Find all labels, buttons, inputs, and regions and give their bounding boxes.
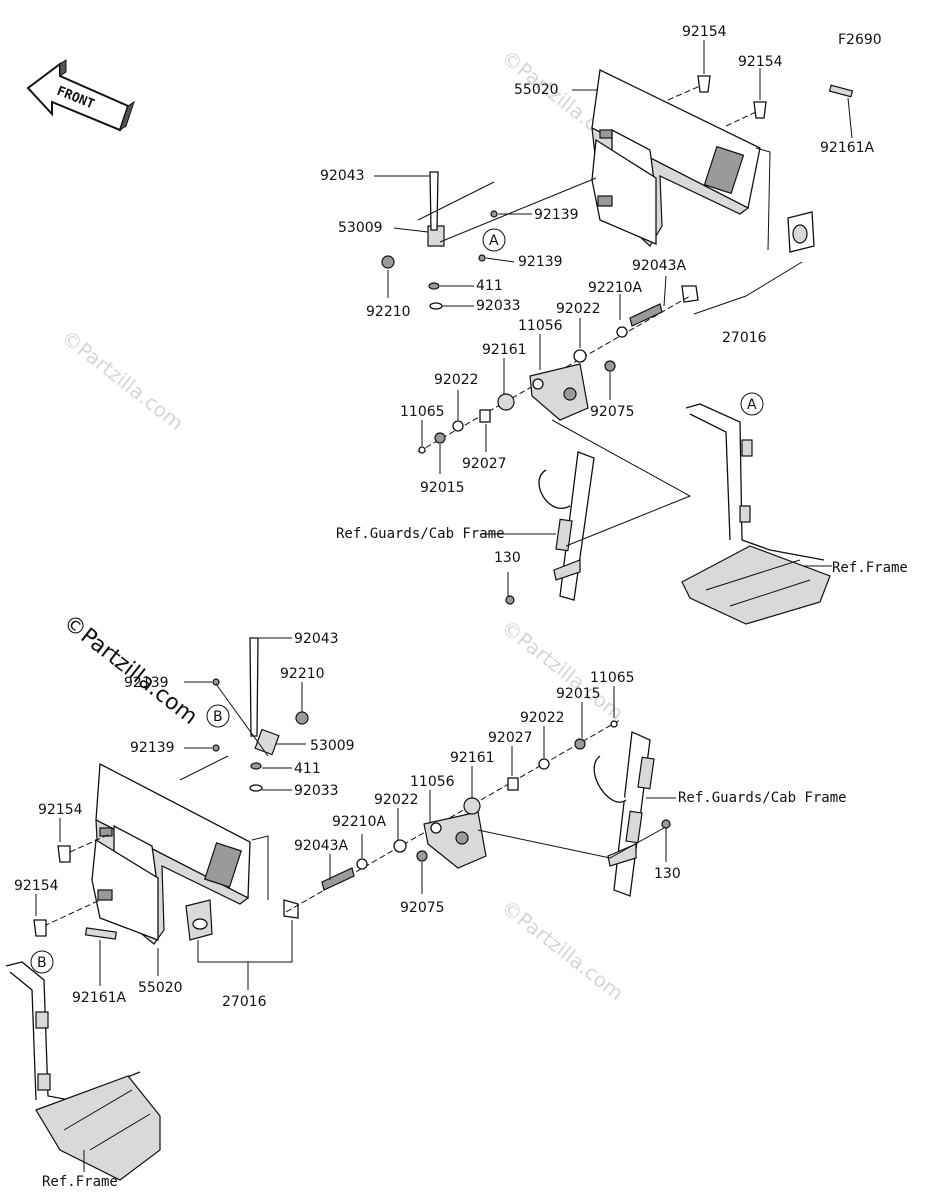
screw-92154-lower <box>33 833 111 937</box>
label-130: 130 <box>494 550 521 566</box>
bracket-53009-lower <box>254 728 280 756</box>
label-ref-guards: Ref.Guards/Cab Frame <box>336 526 505 542</box>
label-92033: 92033 <box>476 298 521 314</box>
label-92139: 92139 <box>130 740 175 756</box>
label-ref-guards: Ref.Guards/Cab Frame <box>678 790 847 806</box>
front-arrow-icon: FRONT <box>26 59 135 132</box>
label-92022: 92022 <box>374 792 419 808</box>
label-92022: 92022 <box>434 372 479 388</box>
label-27016: 27016 <box>722 330 767 346</box>
label-92210: 92210 <box>366 304 411 320</box>
label-92154: 92154 <box>38 802 83 818</box>
label-92027: 92027 <box>462 456 507 472</box>
bracket-11056 <box>529 363 589 421</box>
upper-assembly: A A 92154 92154 55020 92161A 92043 53009… <box>320 24 908 625</box>
figure-code: F2690 <box>838 32 882 48</box>
label-92022: 92022 <box>520 710 565 726</box>
screw-92154-upper <box>667 75 767 127</box>
label-92022: 92022 <box>556 301 601 317</box>
socket-27016-lower <box>185 899 299 941</box>
label-92139: 92139 <box>518 254 563 270</box>
label-27016: 27016 <box>222 994 267 1010</box>
label-92161: 92161 <box>482 342 527 358</box>
label-92043: 92043 <box>294 631 339 647</box>
label-92075: 92075 <box>590 404 635 420</box>
label-92154: 92154 <box>14 878 59 894</box>
label-92154: 92154 <box>682 24 727 40</box>
callout-a: A <box>489 233 499 249</box>
callout-a: A <box>747 397 757 413</box>
label-92033: 92033 <box>294 783 339 799</box>
label-92043A: 92043A <box>294 838 349 854</box>
callout-b-circle <box>30 950 54 974</box>
label-92043: 92043 <box>320 168 365 184</box>
label-92161A: 92161A <box>72 990 127 1006</box>
label-53009: 53009 <box>310 738 355 754</box>
callout-b: B <box>37 955 47 971</box>
plate-92161A-lower <box>84 927 117 940</box>
cab-frame-upper <box>538 451 595 601</box>
watermark: ©Partzilla.com <box>497 895 628 1005</box>
label-11065: 11065 <box>400 404 445 420</box>
label-92075: 92075 <box>400 900 445 916</box>
plate-92161A <box>828 84 854 98</box>
frame-upper-right <box>681 403 831 625</box>
label-92139: 92139 <box>534 207 579 223</box>
label-92161A: 92161A <box>820 140 875 156</box>
cab-frame-lower <box>593 731 655 897</box>
label-55020: 55020 <box>138 980 183 996</box>
label-11065: 11065 <box>590 670 635 686</box>
socket-27016-upper <box>681 211 815 303</box>
watermark-dark: ©Partzilla.com <box>58 610 202 730</box>
callout-a-circle <box>482 228 506 252</box>
callout-b-circle <box>206 704 230 728</box>
label-92210A: 92210A <box>588 280 643 296</box>
label-92043A: 92043A <box>632 258 687 274</box>
label-92027: 92027 <box>488 730 533 746</box>
callout-b: B <box>213 709 223 725</box>
callout-a-circle <box>740 392 764 416</box>
bracket-11056-lower <box>423 811 487 869</box>
label-ref-frame: Ref.Frame <box>42 1174 118 1190</box>
label-92161: 92161 <box>450 750 495 766</box>
label-92015: 92015 <box>420 480 465 496</box>
dash-panel-upper <box>591 69 761 247</box>
label-ref-frame: Ref.Frame <box>832 560 908 576</box>
frame-lower-left <box>5 961 161 1181</box>
label-11056: 11056 <box>518 318 563 334</box>
label-92139: 92139 <box>124 675 169 691</box>
label-53009: 53009 <box>338 220 383 236</box>
watermark: ©Partzilla.com <box>57 325 188 435</box>
label-92015: 92015 <box>556 686 601 702</box>
dash-panel-lower <box>91 762 251 945</box>
label-411: 411 <box>294 761 321 777</box>
label-11056: 11056 <box>410 774 455 790</box>
label-92210: 92210 <box>280 666 325 682</box>
label-92210A: 92210A <box>332 814 387 830</box>
label-55020: 55020 <box>514 82 559 98</box>
label-411: 411 <box>476 278 503 294</box>
label-130: 130 <box>654 866 681 882</box>
label-92154: 92154 <box>738 54 783 70</box>
lower-assembly: B B 92043 92139 92210 92139 53009 411 92… <box>5 631 847 1190</box>
